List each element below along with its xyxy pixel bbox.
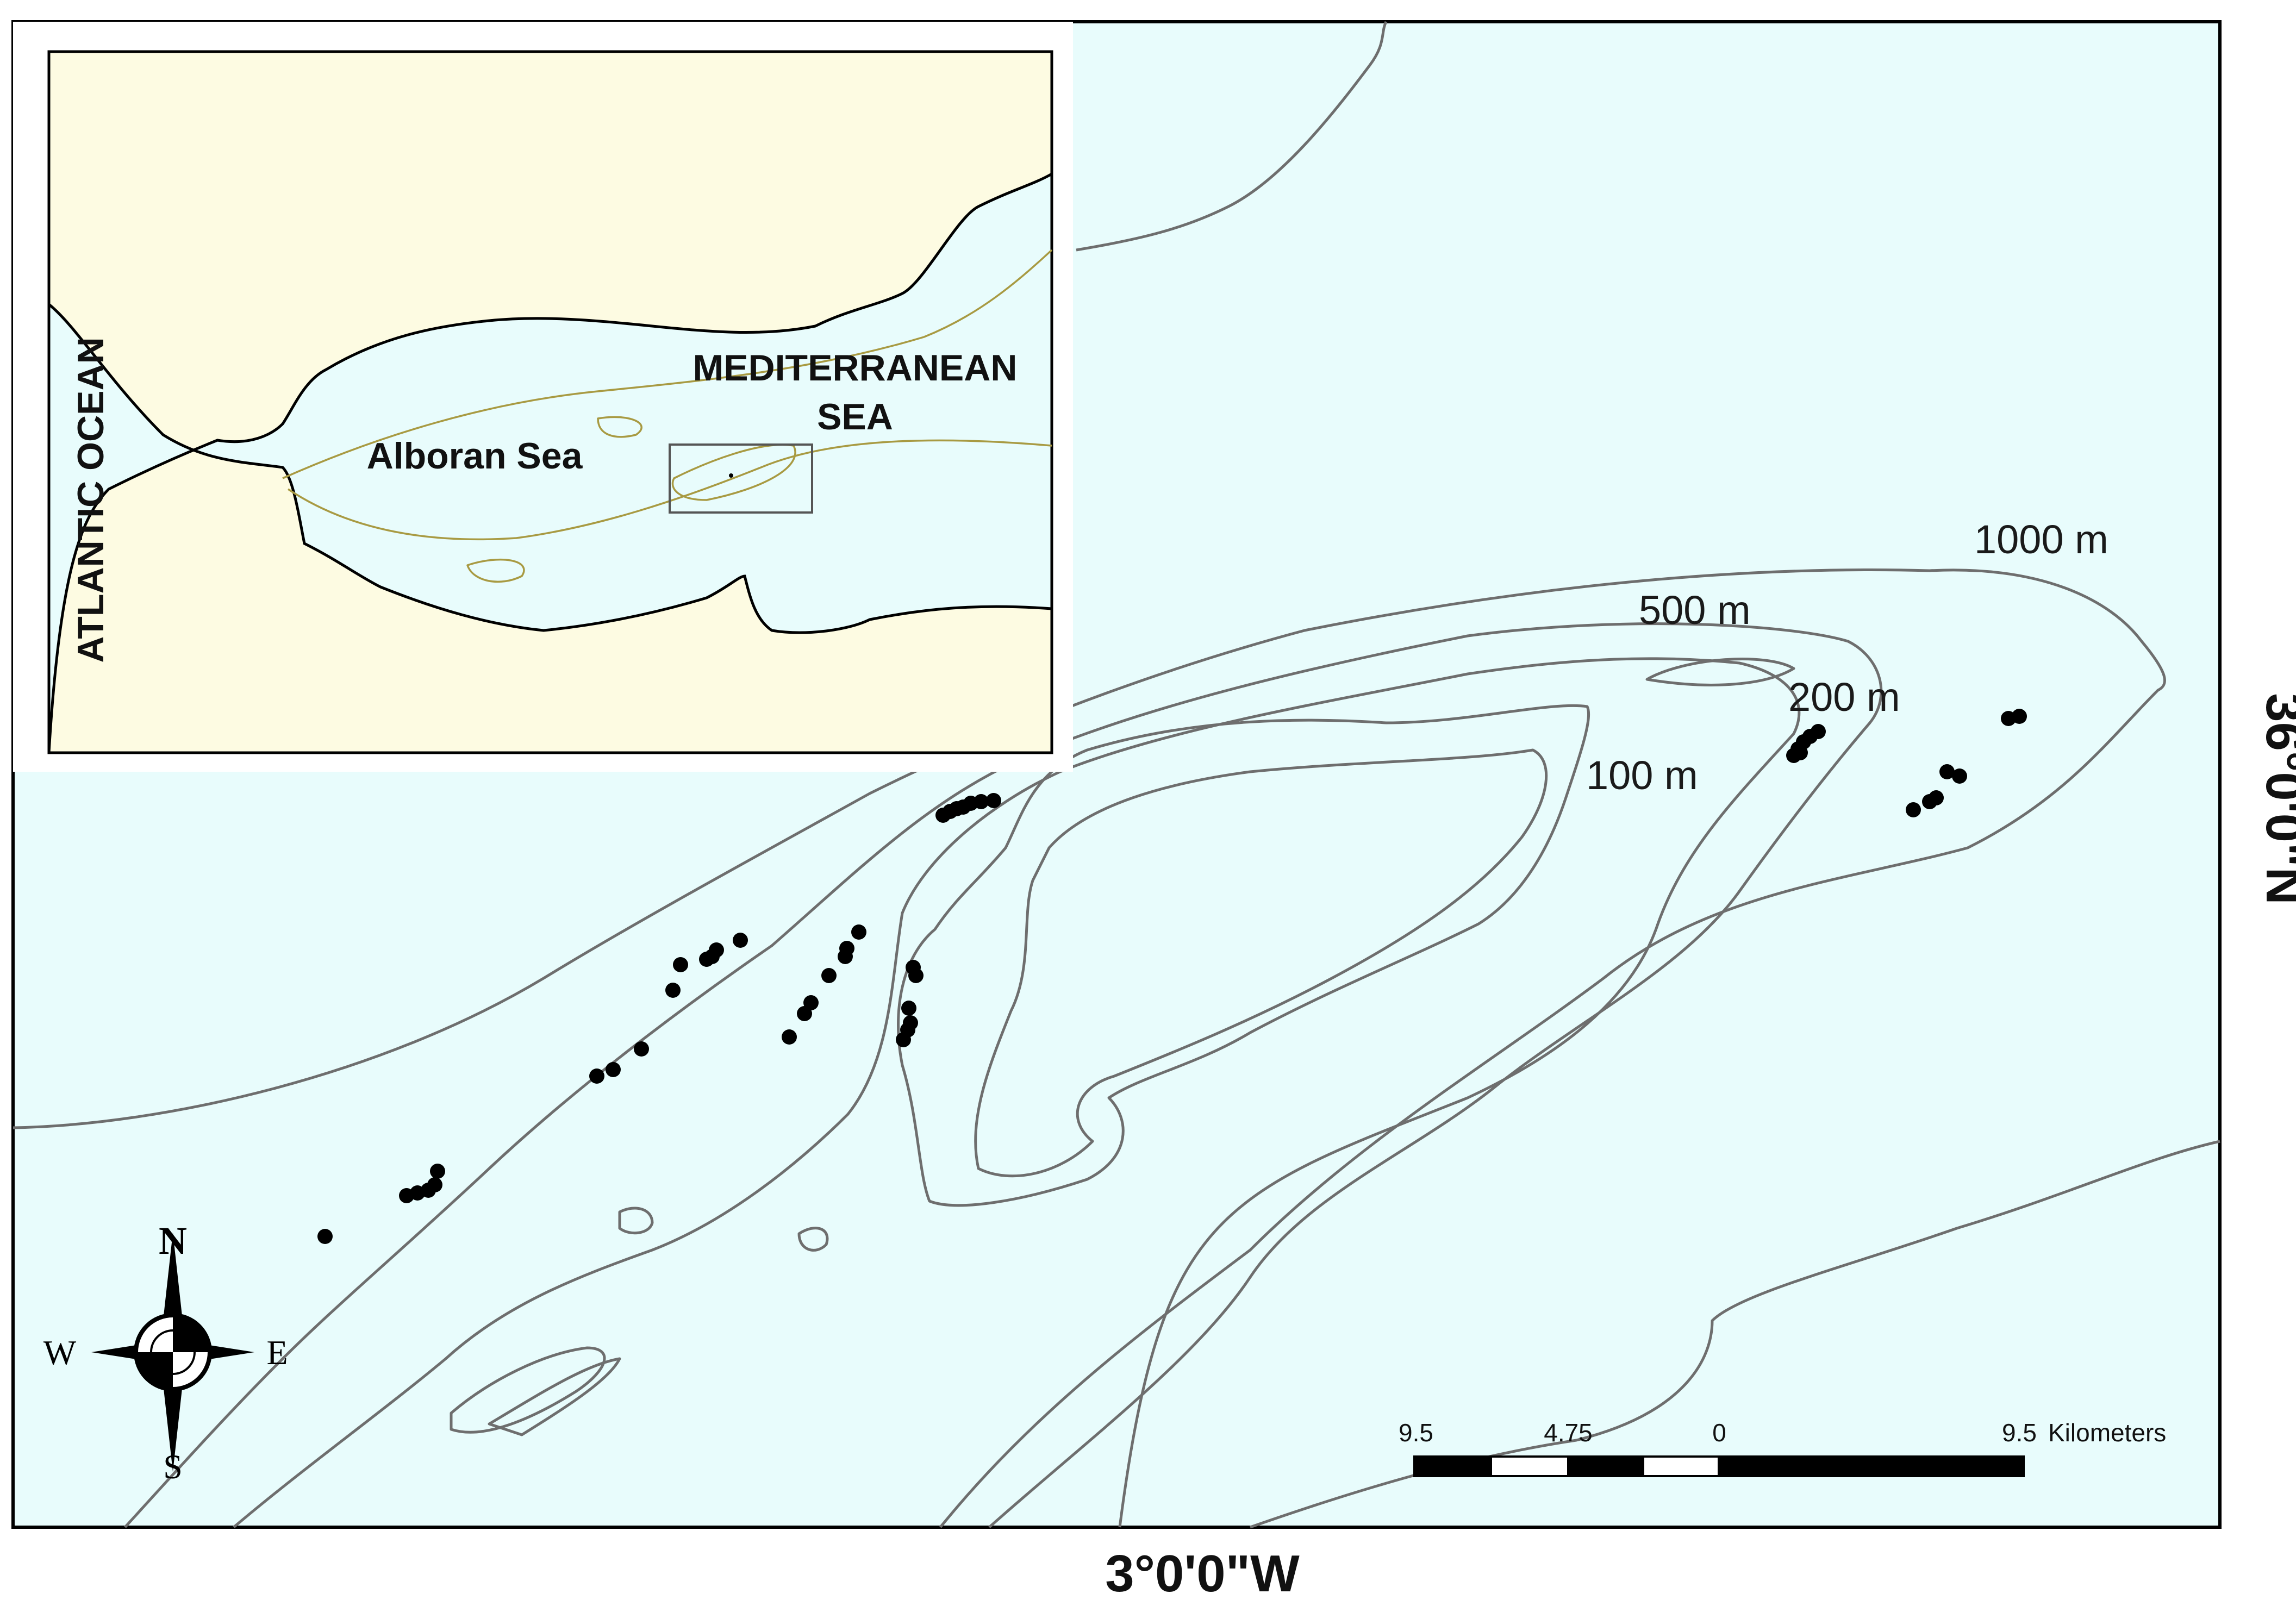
compass-rose bbox=[91, 1233, 254, 1472]
sample-point bbox=[665, 983, 681, 998]
sample-point bbox=[606, 1062, 621, 1077]
contour-100m-crest bbox=[1645, 658, 1795, 686]
sample-point bbox=[1952, 768, 1967, 784]
depth-label-200m: 200 m bbox=[1788, 674, 1900, 720]
sample-point bbox=[673, 957, 688, 972]
compass-n: N bbox=[159, 1219, 187, 1263]
sample-point bbox=[733, 933, 748, 948]
longitude-label: 3°0'0"W bbox=[1105, 1545, 1300, 1603]
sample-point bbox=[1793, 745, 1808, 760]
sample-point bbox=[974, 794, 989, 809]
study-area-box bbox=[669, 443, 813, 514]
inset-contour-b bbox=[288, 439, 1052, 541]
latitude-label: 36°0'0"N bbox=[2255, 693, 2296, 905]
sample-point bbox=[908, 968, 924, 983]
inset-contour-c bbox=[671, 443, 796, 501]
contour-north-east bbox=[1076, 21, 1388, 252]
inset-label-ocean: ATLANTIC OCEAN bbox=[70, 337, 111, 663]
sample-point bbox=[427, 1177, 442, 1192]
sample-point bbox=[317, 1229, 333, 1244]
contour-inner-channel bbox=[974, 748, 1548, 1178]
depth-contours bbox=[13, 21, 2220, 1529]
sample-point bbox=[2012, 709, 2027, 724]
inset-label-sea-1: MEDITERRANEAN bbox=[693, 347, 1018, 389]
inset-contour-e bbox=[597, 416, 642, 438]
sample-points bbox=[317, 709, 2027, 1244]
depth-label-100m: 100 m bbox=[1586, 753, 1698, 798]
scale-unit: Kilometers bbox=[2048, 1418, 2166, 1447]
sample-point bbox=[1929, 790, 1944, 805]
contour-500m bbox=[124, 622, 1883, 1528]
inset-contour-d bbox=[466, 558, 525, 583]
sample-point bbox=[634, 1041, 649, 1057]
sample-point bbox=[709, 942, 724, 958]
inset-map bbox=[13, 22, 1073, 772]
sample-point bbox=[986, 793, 1001, 808]
compass-e: E bbox=[266, 1333, 288, 1372]
inset-sea bbox=[47, 171, 1053, 753]
inset-contour-a bbox=[282, 249, 1053, 479]
sample-point bbox=[782, 1029, 797, 1045]
inset-label-basin: Alboran Sea bbox=[367, 435, 583, 477]
sample-point bbox=[851, 924, 866, 940]
scale-tick-mid: 4.75 bbox=[1544, 1418, 1593, 1447]
sample-point bbox=[1906, 802, 1921, 817]
scale-bar bbox=[1413, 1455, 2025, 1477]
sample-point bbox=[901, 1001, 916, 1016]
contour-200m bbox=[233, 657, 1801, 1528]
sample-point bbox=[1939, 764, 1955, 779]
sample-point bbox=[589, 1068, 604, 1084]
depth-label-500m: 500 m bbox=[1639, 588, 1751, 633]
sample-point bbox=[1811, 724, 1826, 739]
study-area-dot bbox=[729, 473, 733, 478]
contour-knoll-2 bbox=[797, 1227, 829, 1252]
sample-point bbox=[430, 1164, 445, 1179]
sample-point bbox=[803, 995, 819, 1010]
inset-label-sea-2: SEA bbox=[817, 396, 893, 438]
compass-w: W bbox=[43, 1333, 77, 1372]
scale-tick-left: 9.5 bbox=[1399, 1418, 1433, 1447]
contour-100m bbox=[897, 704, 1590, 1207]
depth-label-1000m: 1000 m bbox=[1974, 517, 2108, 562]
contour-ridge-south-2 bbox=[488, 1357, 621, 1436]
sample-point bbox=[821, 968, 837, 983]
scale-tick-zero: 0 bbox=[1712, 1418, 1726, 1447]
scale-tick-right: 9.5 bbox=[2002, 1418, 2037, 1447]
contour-knoll-1 bbox=[618, 1207, 654, 1235]
compass-s: S bbox=[163, 1447, 183, 1486]
sample-point bbox=[903, 1015, 918, 1030]
contour-1000m bbox=[13, 568, 2166, 1528]
sample-point bbox=[839, 941, 854, 956]
